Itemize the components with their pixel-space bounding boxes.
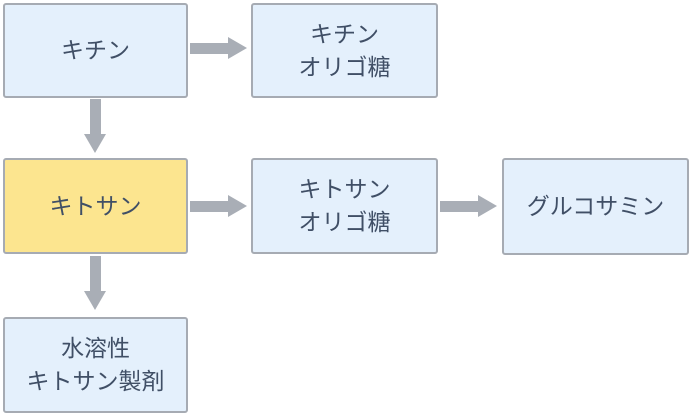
node-chitin-oligosaccharide-label-line1: キチン (310, 20, 379, 47)
node-chitin-oligosaccharide: キチン オリゴ糖 (251, 3, 438, 98)
arrow-down-icon-chitosan-to-water-soluble (84, 256, 106, 310)
arrow-shaft (190, 42, 228, 54)
node-chitin-label: キチン (61, 37, 130, 63)
arrow-head (84, 291, 106, 310)
arrow-shaft (89, 256, 101, 291)
node-water-soluble-chitosan-label-line1: 水溶性 (61, 335, 130, 361)
node-chitosan-oligosaccharide: キトサン オリゴ糖 (251, 158, 438, 254)
arrow-right-icon-chitin-to-chitin-oligo (190, 37, 247, 59)
arrow-head (84, 134, 106, 153)
arrow-head (228, 195, 247, 217)
node-glucosamine: グルコサミン (502, 158, 689, 255)
node-chitosan-oligosaccharide-label-line1: キトサン (298, 176, 391, 202)
node-water-soluble-chitosan: 水溶性 キトサン製剤 (3, 317, 188, 413)
arrow-shaft (190, 200, 228, 212)
arrow-head (478, 195, 497, 217)
node-water-soluble-chitosan-label-line2: キトサン製剤 (26, 368, 165, 394)
arrow-shaft (440, 200, 478, 212)
arrow-right-icon-chitosan-oligo-to-glucosamine (440, 195, 497, 217)
node-chitosan-label: キトサン (49, 192, 142, 219)
node-glucosamine-label: グルコサミン (526, 193, 665, 219)
node-chitosan: キトサン (3, 158, 188, 254)
arrow-shaft (89, 99, 101, 134)
node-chitin: キチン (3, 3, 188, 98)
arrow-head (228, 37, 247, 59)
node-chitosan-oligosaccharide-label-line2: オリゴ糖 (298, 209, 391, 235)
node-chitin-oligosaccharide-label-line2: オリゴ糖 (298, 53, 391, 80)
arrow-right-icon-chitosan-to-chitosan-oligo (190, 195, 247, 217)
arrow-down-icon-chitin-to-chitosan (84, 99, 106, 153)
